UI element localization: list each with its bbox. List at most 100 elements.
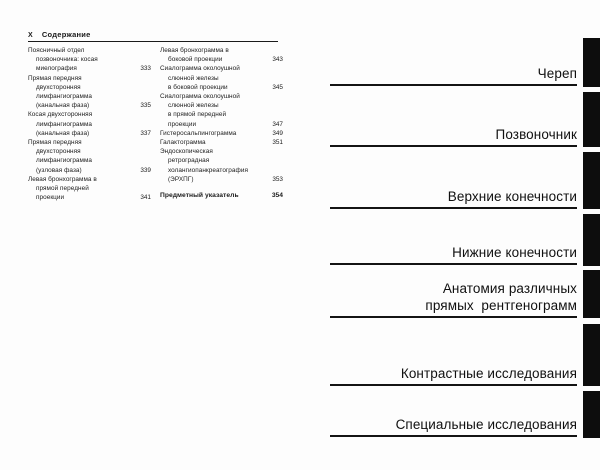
toc-page-number: 354 (271, 192, 283, 200)
thumb-tab-marker[interactable] (583, 270, 600, 318)
toc-entry-text: проекции (168, 120, 197, 128)
thumb-tab-marker[interactable] (583, 152, 600, 209)
thumb-tab-label: Анатомия различных (442, 281, 577, 296)
thumb-tab-body: Верхние конечности (330, 152, 583, 209)
thumb-tab[interactable]: Верхние конечности (330, 152, 600, 209)
toc-entry[interactable]: Левая бронхограмма в боковой проекции 343 (160, 46, 283, 64)
toc-entry-line: Эндоскопическая (160, 147, 283, 156)
running-head: X Содержание (28, 30, 278, 39)
thumb-tab-rule (330, 207, 577, 209)
thumb-tab-body: Анатомия различных прямых рентгенограмм (330, 270, 583, 318)
thumb-tab-label: прямых рентгенограмм (425, 298, 577, 313)
toc-entry-line: лимфангиограмма (28, 156, 151, 165)
toc-entry-line: (канальная фаза) 335 (28, 101, 151, 110)
toc-entry-text: позвоночника: косая (36, 56, 98, 64)
thumb-tab[interactable]: Позвоночник (330, 92, 600, 147)
toc-entry-line: Левая бронхограмма в (28, 175, 151, 184)
thumb-tab-rule (330, 84, 577, 86)
thumb-tab-marker[interactable] (583, 38, 600, 87)
toc-entry-line: Левая бронхограмма в (160, 46, 283, 55)
thumb-tab-marker[interactable] (583, 92, 600, 147)
thumb-tab-marker[interactable] (583, 214, 600, 266)
toc-entry-line: прямой передней (28, 184, 151, 193)
toc-page-number: 339 (140, 166, 151, 174)
toc-page-number: 351 (272, 139, 283, 147)
toc-page-number: 337 (140, 129, 151, 137)
toc-entry-line: Сиалограмма околоушной (160, 92, 283, 101)
toc-page-number: 333 (140, 65, 151, 73)
toc-entry-line: лимфангиограмма (28, 92, 151, 101)
toc-entry-text: Прямая передняя (28, 139, 82, 147)
toc-entry-text: Прямая передняя (28, 74, 82, 82)
toc-entry[interactable]: Предметный указатель 354 (160, 191, 283, 200)
toc-entry-line: (узловая фаза) 339 (28, 166, 151, 175)
toc-entry-line: (ЭРХПГ) 353 (160, 175, 283, 184)
toc-entry-text: Эндоскопическая (160, 148, 213, 156)
thumb-tab-marker[interactable] (583, 324, 600, 386)
toc-entry-text: лимфангиограмма (36, 157, 93, 165)
thumb-tab-rule (330, 263, 577, 265)
toc-entry-line: Предметный указатель 354 (160, 191, 283, 200)
thumb-tab[interactable]: Анатомия различных прямых рентгенограмм (330, 270, 600, 318)
toc-entry-line: лимфангиограмма (28, 120, 151, 129)
toc-entry-text: слюнной железы (168, 74, 219, 82)
toc-entry-line: двухсторонняя (28, 147, 151, 156)
toc-entry-text: ретроградная (168, 157, 210, 165)
toc-entry-text: боковой проекции (168, 56, 223, 64)
toc-entry-text: в прямой передней (168, 111, 227, 119)
toc-entry-text: двухсторонняя (36, 148, 81, 156)
toc-page-number: 349 (272, 129, 283, 137)
thumb-tab[interactable]: Нижние конечности (330, 214, 600, 266)
toc-entry-text: Галактограмма (160, 139, 206, 147)
toc-entry-text: (канальная фаза) (36, 102, 90, 110)
thumb-tab-rule (330, 145, 577, 147)
thumb-tab[interactable]: Череп (330, 38, 600, 87)
thumb-tab-rule (330, 435, 577, 437)
toc-entry-text: Косая двухсторонняя (28, 111, 93, 119)
toc-entry-text: лимфангиограмма (36, 120, 93, 128)
toc-entry-text: (канальная фаза) (36, 129, 90, 137)
toc-entry-line: Галактограмма 351 (160, 138, 283, 147)
toc-page-number: 353 (272, 175, 283, 183)
toc-entry-text: лимфангиограмма (36, 93, 93, 101)
thumb-tab-body: Череп (330, 38, 583, 86)
thumb-tab-rule (330, 316, 577, 318)
toc-entry-line: Сиалограмма околоушной (160, 64, 283, 73)
toc-entry[interactable]: Галактограмма 351 (160, 138, 283, 147)
toc-entry-line: холангиопанкреатография (160, 166, 283, 175)
thumb-tab[interactable]: Специальные исследования (330, 391, 600, 438)
toc-entry-text: (ЭРХПГ) (168, 175, 194, 183)
thumb-tab-marker[interactable] (583, 391, 600, 438)
toc-page-number: 343 (272, 56, 283, 64)
toc-entry-text: Предметный указатель (160, 192, 239, 200)
thumb-tab[interactable]: Контрастные исследования (330, 324, 600, 386)
toc-page-number: 341 (140, 194, 151, 202)
toc-entry-text: двухсторонняя (36, 83, 81, 91)
toc-entry-text: Левая бронхограмма в (160, 47, 229, 54)
toc-entry-text: (узловая фаза) (36, 166, 82, 174)
toc-entry-line: ретроградная (160, 156, 283, 165)
thumb-tab-body: Специальные исследования (330, 391, 583, 437)
thumb-tab-body: Нижние конечности (330, 214, 583, 265)
running-head-rule (28, 41, 278, 42)
toc-entry-line: Прямая передняя (28, 74, 151, 83)
toc-page-number: 335 (140, 102, 151, 110)
thumb-tab-label: Нижние конечности (452, 245, 577, 260)
